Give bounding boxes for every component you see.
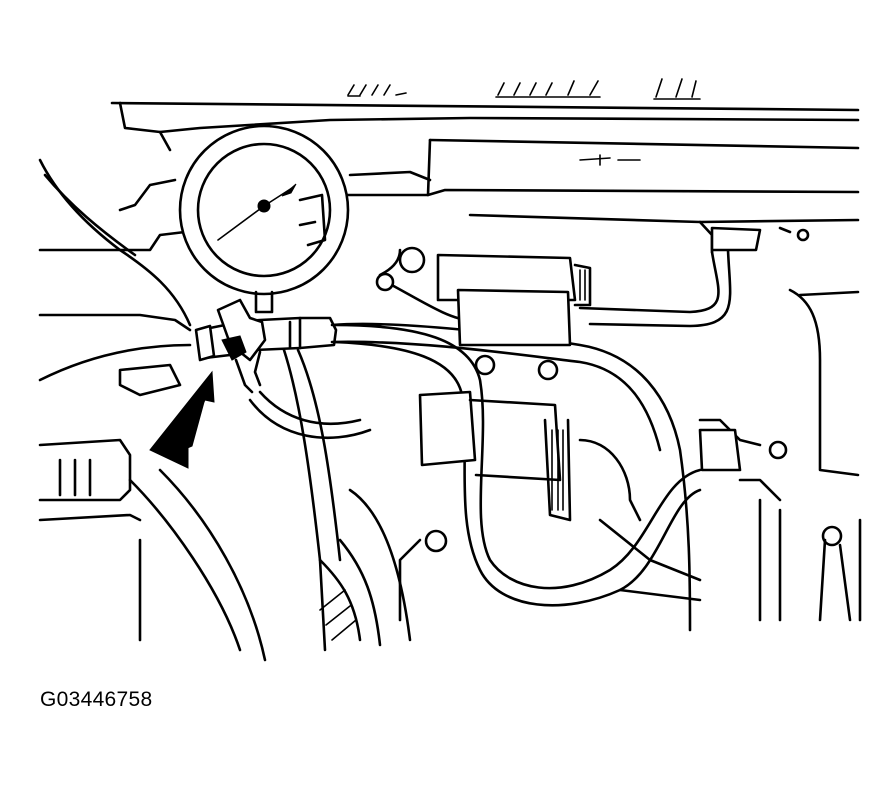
center-components	[375, 246, 642, 622]
intake-manifold	[110, 78, 860, 254]
lower-hoses	[318, 488, 412, 647]
engine-bay-illustration	[38, 78, 862, 662]
figure-code-label: G03446758	[40, 688, 153, 711]
left-engine-block	[38, 158, 267, 662]
indicator-arrow	[149, 370, 215, 469]
shutoff-valve	[194, 298, 338, 394]
pressure-gauge	[178, 124, 350, 314]
fuel-hoses	[248, 322, 702, 652]
right-engine-parts	[578, 226, 862, 622]
